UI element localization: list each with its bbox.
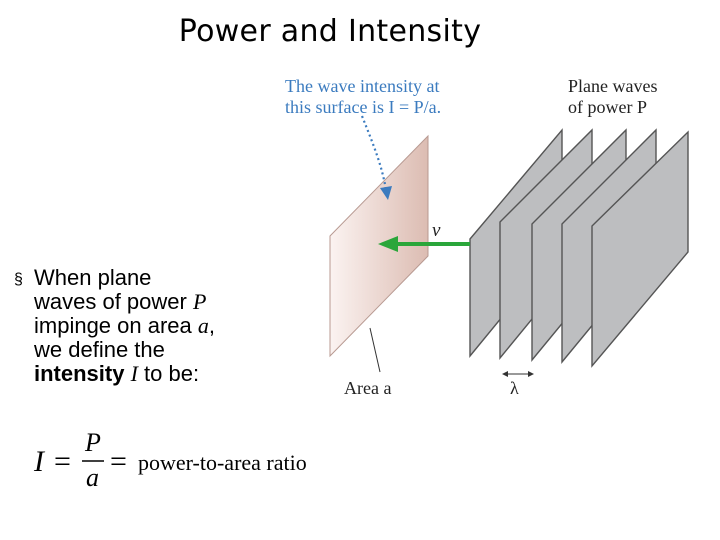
planes-caption: Plane waves of power P (568, 76, 657, 118)
intensity-caption-line-1: The wave intensity at (285, 76, 441, 97)
planes-caption-line-1: Plane waves (568, 76, 657, 97)
intensity-variable: I (131, 361, 138, 386)
intensity-equation: I = P a = power-to-area ratio (32, 428, 362, 498)
area-pointer (370, 328, 380, 372)
equation-equals-1: = (54, 445, 71, 478)
intensity-caption: The wave intensity at this surface is I … (285, 76, 441, 118)
intensity-term: intensity (34, 361, 124, 386)
bullet-text-3: impinge on area (34, 313, 198, 338)
intensity-caption-line-2: this surface is I = P/a. (285, 97, 441, 118)
bullet-comma: , (209, 313, 215, 338)
equation-numerator: P (84, 428, 101, 457)
power-variable: P (193, 289, 206, 314)
bullet-text-2: waves of power (34, 289, 193, 314)
wavelength-marker (502, 371, 534, 377)
wavelength-label: λ (510, 378, 519, 399)
equation-rhs: power-to-area ratio (138, 450, 307, 475)
plane-waves (470, 130, 688, 366)
bullet-marker: § (14, 268, 23, 292)
bullet-text-5: to be: (138, 361, 199, 386)
planes-caption-line-2: of power P (568, 97, 657, 118)
slide-title: Power and Intensity (0, 14, 660, 49)
bullet-text-4: we define the (34, 337, 165, 362)
area-variable: a (198, 313, 209, 338)
bullet-text-1: When plane (34, 265, 151, 290)
equation-equals-2: = (110, 445, 127, 478)
equation-denominator: a (86, 463, 99, 492)
equation-lhs: I (33, 445, 46, 478)
area-label: Area a (344, 378, 391, 399)
velocity-label: v (432, 220, 441, 241)
